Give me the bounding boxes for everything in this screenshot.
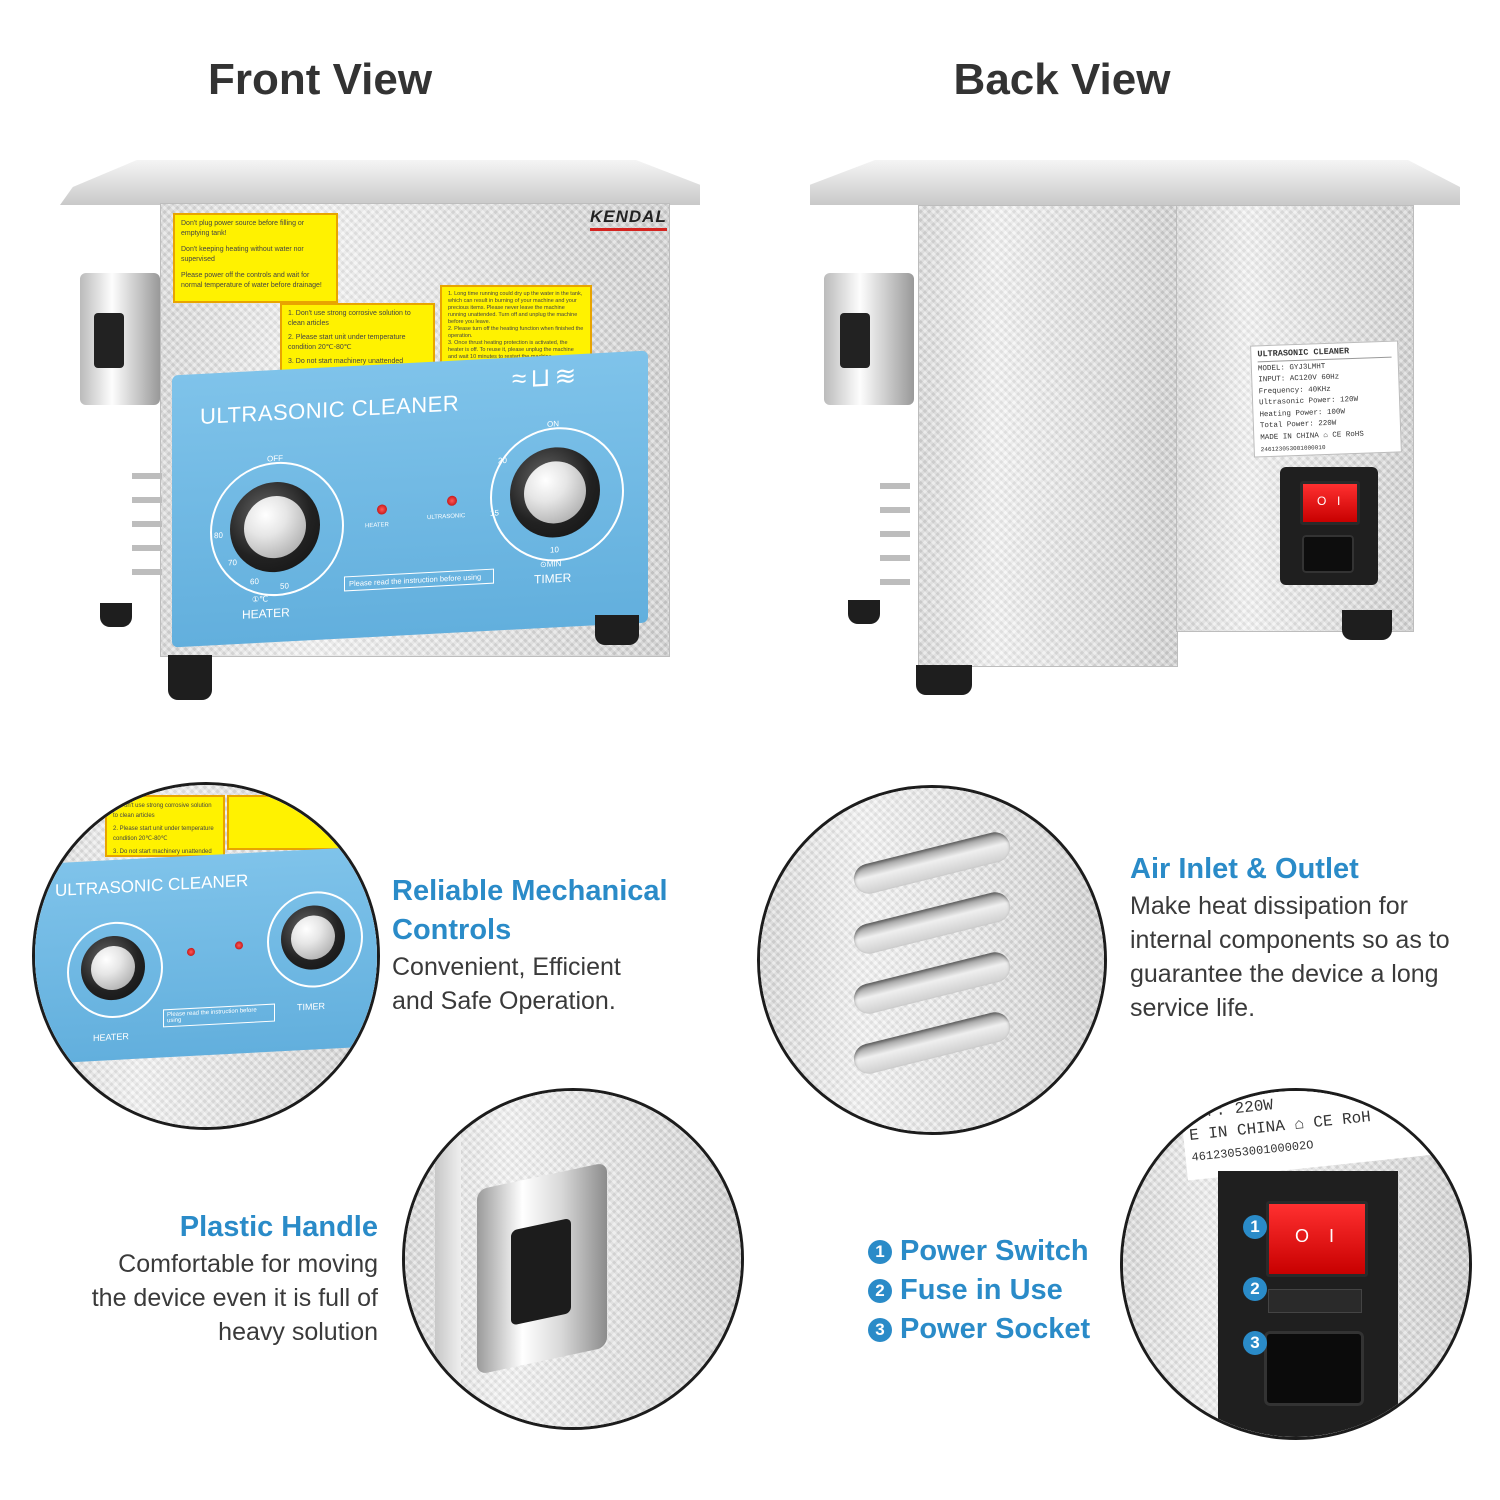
side-handle <box>80 273 160 405</box>
spec-plate: ULTRASONIC CLEANER MODEL: GYJ3LMHT INPUT… <box>1250 340 1402 458</box>
feature-handle-text: Comfortable for moving the device even i… <box>91 1250 378 1346</box>
zoom-heater-led <box>187 947 195 957</box>
zoom-power-switch[interactable]: O I <box>1266 1201 1368 1277</box>
zoom-heater-label: HEATER <box>93 1031 129 1044</box>
zoom-handle-circle <box>402 1088 744 1430</box>
ultrasonic-led-label: ULTRASONIC <box>427 513 466 522</box>
zoom-instruction-note: Please read the instruction before using <box>163 1003 275 1028</box>
power-switch[interactable]: O I <box>1300 481 1360 525</box>
feature-air-title: Air Inlet & Outlet <box>1130 853 1359 885</box>
instruction-note: Please read the instruction before using <box>344 568 494 592</box>
zoom-timer-label: TIMER <box>297 1000 325 1013</box>
panel-title: ULTRASONIC CLEANER <box>200 390 460 430</box>
side-handle <box>824 273 914 405</box>
control-panel: ULTRASONIC CLEANER ≈⊔≋ OFF 80 70 60 50 ①… <box>172 350 648 648</box>
callout-badge-3: 3 <box>1243 1331 1267 1355</box>
heater-tick-80: 80 <box>214 530 223 541</box>
cert-marks: ⌂ CE RoHS <box>1323 430 1364 440</box>
feature-controls: Reliable Mechanical Controls Convenient,… <box>392 872 712 1018</box>
zoom-caution-label: 1. Don't use strong corrosive solution t… <box>105 795 225 857</box>
ultrasonic-led <box>447 495 457 507</box>
back-unit-image: ULTRASONIC CLEANER MODEL: GYJ3LMHT INPUT… <box>810 155 1460 700</box>
heater-tick-70: 70 <box>228 558 237 568</box>
handle-grip <box>477 1162 607 1375</box>
feature-handle: Plastic Handle Comfortable for moving th… <box>40 1208 378 1349</box>
feature-controls-title: Reliable Mechanical Controls <box>392 875 668 946</box>
back-view-heading: Back View <box>953 55 1171 104</box>
zoom-socket-module: O I <box>1218 1171 1398 1437</box>
feature-air: Air Inlet & Outlet Make heat dissipation… <box>1130 850 1480 1025</box>
spec-line: MADE IN CHINA <box>1260 431 1319 442</box>
zoom-power-circle: ver: 220W E IN CHINA ⌂ CE RoH 4612305300… <box>1120 1088 1472 1440</box>
feature-air-text: Make heat dissipation for internal compo… <box>1130 892 1450 1022</box>
front-unit-image: KENDAL Don't plug power source before fi… <box>60 155 700 700</box>
timer-on-label: ON <box>547 419 559 429</box>
foot-back-left <box>916 665 972 695</box>
timer-tick-10: 10 <box>550 545 559 555</box>
foot-side <box>848 600 880 624</box>
foot-front-left <box>168 655 212 700</box>
tank-rim <box>60 160 700 205</box>
heater-tick-60: 60 <box>250 576 259 587</box>
side-vents <box>880 465 910 595</box>
handle-edge <box>435 1091 461 1427</box>
fuse-holder[interactable] <box>1268 1289 1362 1313</box>
heater-off-label: OFF <box>267 453 283 464</box>
zoom-control-panel: ULTRASONIC CLEANER HEATER TIMER Please r… <box>35 845 377 1065</box>
zoom-power-socket[interactable] <box>1264 1331 1364 1406</box>
back-panel-left <box>918 205 1178 667</box>
timer-tick-20: 20 <box>498 455 507 466</box>
feature-controls-text: Convenient, Efficient and Safe Operation… <box>392 953 621 1015</box>
front-view-heading: Front View <box>207 55 433 104</box>
brand-logo: KENDAL <box>590 207 667 231</box>
power-socket-module: O I <box>1280 467 1378 585</box>
timer-knob-label: TIMER <box>534 570 572 587</box>
foot-back-right <box>1342 610 1392 640</box>
callout-badge-1: 1 <box>1243 1215 1267 1239</box>
heater-knob-label: HEATER <box>242 605 290 622</box>
callout-badge-2: 2 <box>1243 1277 1267 1301</box>
tank-rim <box>810 160 1460 205</box>
zoom-caution-label-right <box>227 795 347 850</box>
feature-handle-title: Plastic Handle <box>179 1211 378 1243</box>
heater-tick-50: 50 <box>280 581 289 591</box>
zoom-vents-circle <box>757 785 1107 1135</box>
caution-label-top: Don't plug power source before filling o… <box>173 213 338 303</box>
timer-tick-15: 15 <box>490 508 499 518</box>
side-vents <box>132 455 162 585</box>
heater-unit-label: ①℃ <box>252 594 269 605</box>
zoom-panel-title: ULTRASONIC CLEANER <box>55 870 249 901</box>
power-socket[interactable] <box>1302 535 1354 573</box>
zoom-controls-circle: 1. Don't use strong corrosive solution t… <box>32 782 380 1130</box>
zoom-ultrasonic-led <box>235 941 243 950</box>
heater-led-label: HEATER <box>365 522 389 530</box>
timer-unit-label: ⊙MIN <box>540 559 562 570</box>
foot-back-left <box>100 603 132 627</box>
water-level-icon: ≈⊔≋ <box>512 360 581 394</box>
foot-front-right <box>595 615 639 645</box>
heater-led <box>377 504 387 515</box>
